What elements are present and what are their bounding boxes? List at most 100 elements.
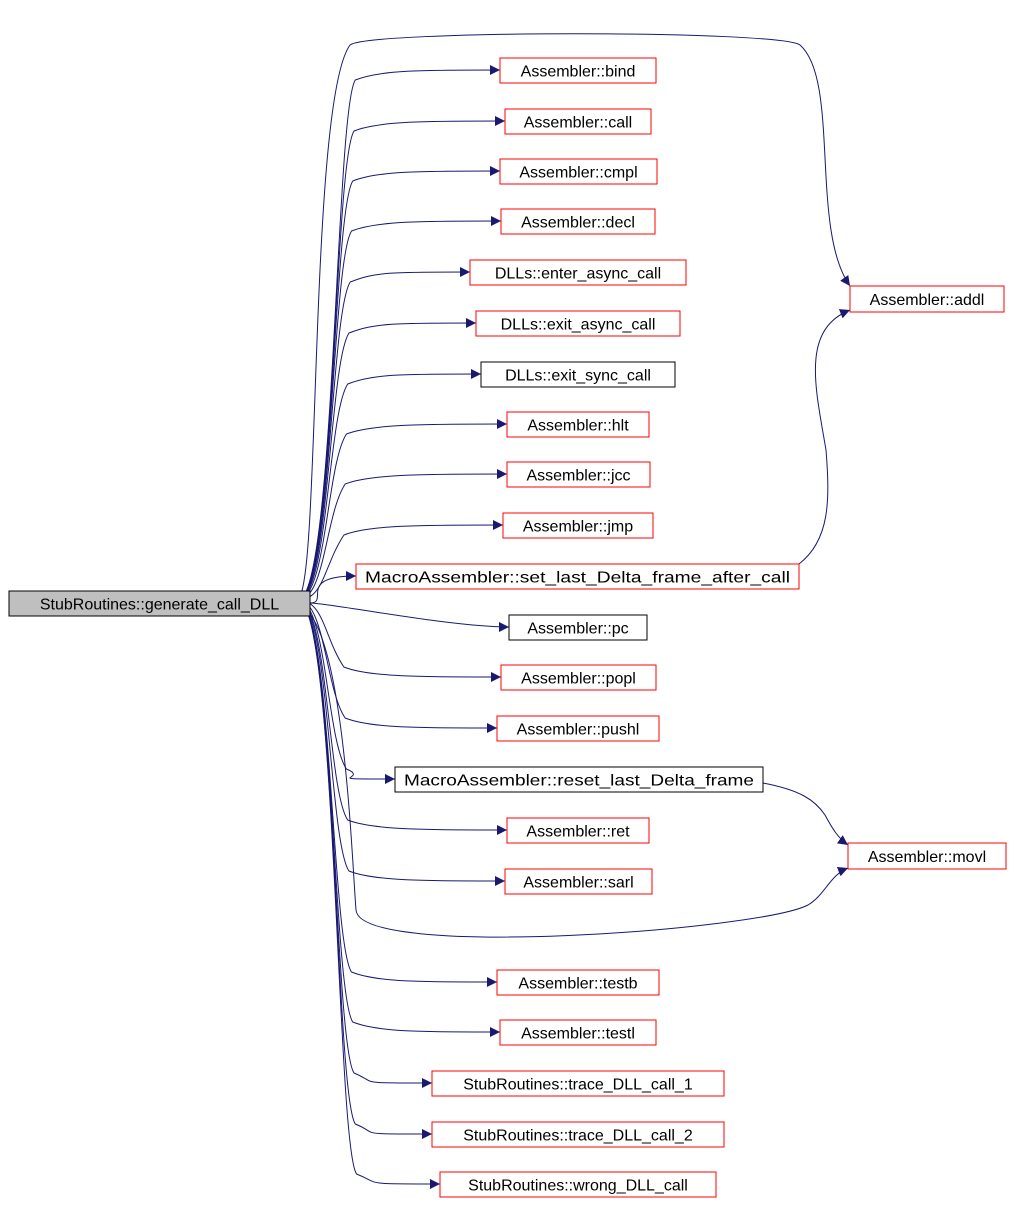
call-edge xyxy=(297,599,502,682)
call-edge xyxy=(309,602,510,632)
callee-node-box xyxy=(496,969,660,996)
call-edge xyxy=(297,599,433,1139)
callee-node[interactable]: DLLs::enter_async_call xyxy=(469,259,687,286)
call-edge xyxy=(762,782,849,846)
call-edge xyxy=(297,166,501,601)
callee-node-box xyxy=(475,310,681,337)
callee-node[interactable]: MacroAssembler::set_last_Delta_frame_aft… xyxy=(355,563,800,590)
callee-node-box xyxy=(355,563,800,590)
callee-node-box xyxy=(506,461,651,488)
callee-node-box xyxy=(469,259,687,286)
callee-node[interactable]: Assembler::bind xyxy=(499,57,657,84)
callee-node-box xyxy=(504,868,653,895)
callee-node-box xyxy=(500,208,656,235)
callee-node-box xyxy=(499,158,658,185)
call-edge xyxy=(297,267,471,601)
call-edge xyxy=(297,469,508,601)
callee-node-box xyxy=(431,1070,725,1097)
callee-node-box xyxy=(506,411,650,438)
root-node[interactable]: StubRoutines::generate_call_DLL xyxy=(8,590,311,617)
callee-node-label: Assembler::bind xyxy=(521,64,636,81)
callee-node-label: Assembler::popl xyxy=(521,671,636,688)
callee-node-label: MacroAssembler::reset_last_Delta_frame xyxy=(404,773,754,790)
callee-node[interactable]: MacroAssembler::reset_last_Delta_frame xyxy=(394,766,764,793)
right-node-box xyxy=(847,842,1007,870)
callee-node-box xyxy=(394,766,764,793)
callee-node[interactable]: Assembler::popl xyxy=(500,664,657,691)
call-edge xyxy=(798,309,851,565)
callee-node[interactable]: Assembler::jcc xyxy=(506,461,651,488)
callee-node-label: Assembler::jmp xyxy=(523,519,633,536)
callee-node-box xyxy=(500,664,657,691)
callee-node[interactable]: Assembler::testl xyxy=(499,1019,657,1046)
right-node[interactable]: Assembler::addl xyxy=(849,285,1005,313)
callee-node[interactable]: Assembler::ret xyxy=(506,817,650,844)
callee-node[interactable]: StubRoutines::trace_DLL_call_1 xyxy=(431,1070,725,1097)
callee-node[interactable]: Assembler::pc xyxy=(508,614,648,641)
callee-node-box xyxy=(496,715,660,742)
right-node-label: Assembler::addl xyxy=(870,292,985,309)
callee-node-label: Assembler::cmpl xyxy=(519,165,637,182)
callee-node-box xyxy=(506,817,650,844)
call-edge xyxy=(297,599,506,886)
call-edge xyxy=(299,33,851,597)
callee-node-label: Assembler::pushl xyxy=(517,722,640,739)
callee-node[interactable]: Assembler::sarl xyxy=(504,868,653,895)
call-edge xyxy=(309,571,357,604)
callee-node[interactable]: Assembler::cmpl xyxy=(499,158,658,185)
callee-node-box xyxy=(499,57,657,84)
call-edge xyxy=(309,613,849,938)
callee-node[interactable]: StubRoutines::wrong_DLL_call xyxy=(439,1171,717,1198)
call-edge xyxy=(297,520,504,601)
root-node-box xyxy=(8,590,311,617)
callee-node[interactable]: StubRoutines::trace_DLL_call_2 xyxy=(431,1121,725,1148)
callee-node-label: Assembler::sarl xyxy=(523,875,633,892)
callee-node-label: Assembler::ret xyxy=(526,824,630,841)
callee-node-label: Assembler::hlt xyxy=(527,418,629,435)
call-edge xyxy=(297,116,506,601)
callee-node-label: Assembler::call xyxy=(524,115,632,132)
callee-node-box xyxy=(499,1019,657,1046)
callee-node-label: Assembler::testl xyxy=(521,1026,635,1043)
callee-node-box xyxy=(480,361,676,388)
callee-node-label: DLLs::exit_async_call xyxy=(501,317,656,334)
callee-node-label: Assembler::decl xyxy=(521,215,635,232)
callee-node[interactable]: Assembler::hlt xyxy=(506,411,650,438)
callee-node-box xyxy=(431,1121,725,1148)
call-edge xyxy=(297,419,508,601)
right-node[interactable]: Assembler::movl xyxy=(847,842,1007,870)
callee-node-label: StubRoutines::trace_DLL_call_1 xyxy=(463,1077,693,1094)
call-edge xyxy=(297,599,508,835)
callee-node-box xyxy=(502,512,654,539)
call-edge xyxy=(297,599,498,733)
call-edge xyxy=(297,318,477,601)
callee-node-label: StubRoutines::trace_DLL_call_2 xyxy=(463,1128,693,1145)
callee-node[interactable]: Assembler::testb xyxy=(496,969,660,996)
right-node-label: Assembler::movl xyxy=(868,849,986,866)
callee-node[interactable]: Assembler::call xyxy=(504,108,652,135)
callee-node-label: DLLs::enter_async_call xyxy=(495,266,661,283)
nodes-layer: StubRoutines::generate_call_DLL Assemble… xyxy=(8,57,1007,1198)
callee-node-box xyxy=(439,1171,717,1198)
callee-node-label: MacroAssembler::set_last_Delta_frame_aft… xyxy=(365,570,790,587)
callee-node-box xyxy=(504,108,652,135)
call-edge xyxy=(297,369,482,601)
callee-node-box xyxy=(508,614,648,641)
callee-node-label: Assembler::jcc xyxy=(526,468,630,485)
call-edge xyxy=(297,599,396,784)
callee-node-label: DLLs::exit_sync_call xyxy=(505,368,651,385)
callee-node[interactable]: DLLs::exit_sync_call xyxy=(480,361,676,388)
callee-node[interactable]: Assembler::decl xyxy=(500,208,656,235)
callee-node[interactable]: Assembler::jmp xyxy=(502,512,654,539)
callee-node[interactable]: Assembler::pushl xyxy=(496,715,660,742)
root-node-label: StubRoutines::generate_call_DLL xyxy=(40,597,279,614)
callee-node[interactable]: DLLs::exit_async_call xyxy=(475,310,681,337)
callee-node-label: StubRoutines::wrong_DLL_call xyxy=(468,1178,688,1195)
edges-layer xyxy=(297,33,851,1189)
callee-node-label: Assembler::pc xyxy=(527,621,628,638)
call-edge xyxy=(297,216,502,601)
callee-node-label: Assembler::testb xyxy=(518,976,637,993)
right-node-box xyxy=(849,285,1005,313)
call-edge xyxy=(297,599,441,1189)
